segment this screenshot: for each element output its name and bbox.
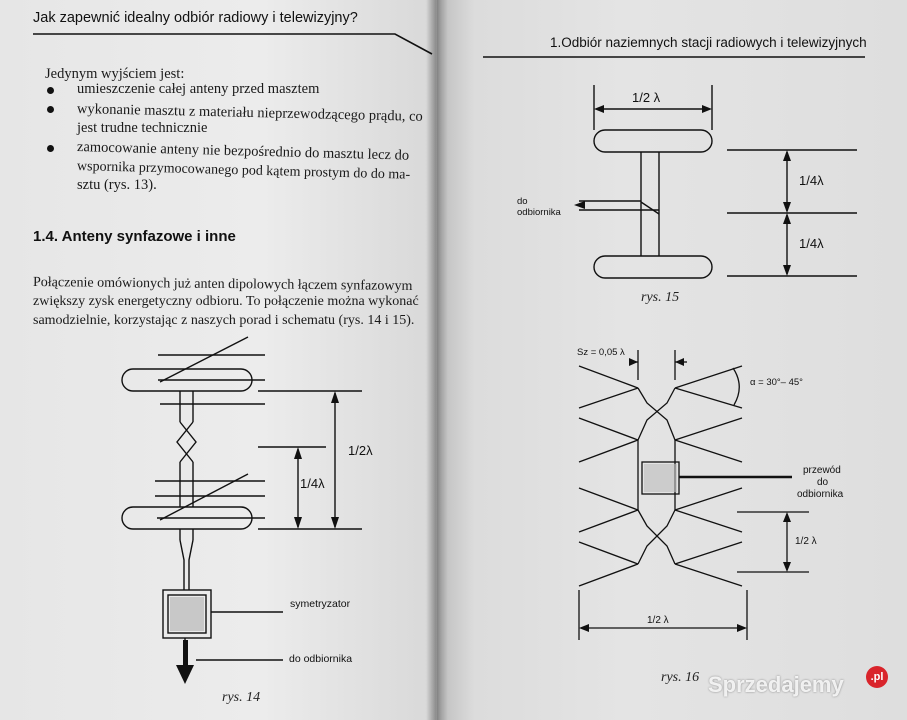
bullet-dot: [47, 145, 54, 152]
fig14-label-half: 1/2λ: [348, 443, 373, 458]
left-running-header: Jak zapewnić idealny odbiór radiowy i te…: [33, 10, 358, 26]
left-header-rule: [33, 33, 433, 55]
intro-text: Jedynym wyjściem jest:: [45, 66, 185, 82]
fig16-label-half-horizontal: 1/2 λ: [647, 615, 669, 626]
paragraph-line-3: samodzielnie, korzystając z naszych pora…: [33, 313, 415, 328]
fig15-label-do: do: [517, 196, 528, 207]
fig14-label-balun: symetryzator: [290, 598, 351, 610]
bullet-3-line-3: sztu (rys. 13).: [77, 177, 157, 193]
fig14-caption: rys. 14: [222, 690, 261, 705]
fig16-label-przewod: przewód: [803, 465, 841, 476]
fig15-label-odbiornika: odbiornika: [517, 207, 561, 218]
fig16-label-half-vertical: 1/2 λ: [795, 536, 817, 547]
bullet-2-line-2: jest trudne technicznie: [77, 120, 208, 136]
right-page: 1.Odbiór naziemnych stacji radiowych i t…: [437, 0, 907, 720]
left-page: Jak zapewnić idealny odbiór radiowy i te…: [0, 0, 437, 720]
fig15-label-q2: 1/4λ: [799, 236, 824, 251]
bullet-dot: [47, 87, 54, 94]
section-heading: 1.4. Anteny synfazowe i inne: [33, 228, 236, 245]
bullet-dot: [47, 106, 54, 113]
fig14-diagram: [121, 336, 362, 684]
bullet-1-line-1: umieszczenie całej anteny przed masztem: [77, 81, 320, 97]
fig16-label-do: do: [817, 477, 829, 488]
fig15-label-top: 1/2 λ: [632, 90, 661, 105]
fig16-label-alpha: α = 30°– 45°: [750, 377, 803, 388]
fig14-label-quarter: 1/4λ: [300, 476, 325, 491]
fig15-caption: rys. 15: [641, 290, 680, 305]
watermark-badge: .pl: [866, 666, 888, 688]
fig15-diagram: [574, 85, 857, 279]
fig14-label-to-receiver: do odbiornika: [289, 653, 353, 665]
fig16-diagram: [578, 350, 809, 640]
paragraph-line-2: zwiększy zysk energetyczny odbioru. To p…: [33, 294, 419, 309]
fig16-label-sz: Sz = 0,05 λ: [577, 347, 625, 358]
fig15-label-q1: 1/4λ: [799, 173, 824, 188]
right-header-rule: [483, 56, 865, 58]
fig16-label-odbiornika: odbiornika: [797, 489, 844, 500]
fig16-caption: rys. 16: [661, 670, 700, 685]
right-running-header: 1.Odbiór naziemnych stacji radiowych i t…: [550, 35, 867, 50]
watermark-text: Sprzedajemy: [708, 672, 844, 697]
